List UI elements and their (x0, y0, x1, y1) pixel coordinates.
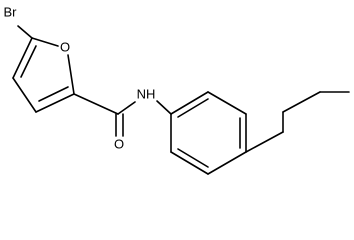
bond-br-c5 (17, 25, 33, 39)
bond-ar4-ar5 (207, 151, 247, 175)
bond-c4-c5 (12, 37, 33, 79)
bond-n-aryl (156, 100, 172, 115)
bond-ar1-ar2 (170, 91, 209, 115)
bond-c2-c3-inner (38, 86, 69, 102)
bond-ar5-ar6 (170, 151, 209, 175)
bond-ar1-ar2-inner (177, 98, 209, 118)
bond-butyl-c2-c3 (282, 91, 321, 113)
furan-oxygen-label: O (60, 40, 70, 55)
carbonyl-oxygen-label: O (114, 137, 124, 152)
bond-c2-carbonyl (73, 93, 119, 115)
bond-ar5-ar6-inner (177, 148, 209, 168)
bond-carbonyl-n (117, 101, 136, 115)
bond-o1-c2 (67, 54, 75, 95)
amide-nh-label: NH (137, 87, 156, 102)
bond-c2-c3 (35, 93, 75, 113)
bond-c5-o1 (31, 37, 59, 47)
bond-c4-c5-inner (20, 45, 37, 78)
bond-ar4-butyl-c1 (245, 131, 284, 153)
chemical-structure: Br O NH O (4, 5, 350, 175)
bond-c3-c4 (12, 77, 37, 113)
bond-ar2-ar3 (207, 91, 247, 115)
bromine-label: Br (4, 5, 18, 20)
